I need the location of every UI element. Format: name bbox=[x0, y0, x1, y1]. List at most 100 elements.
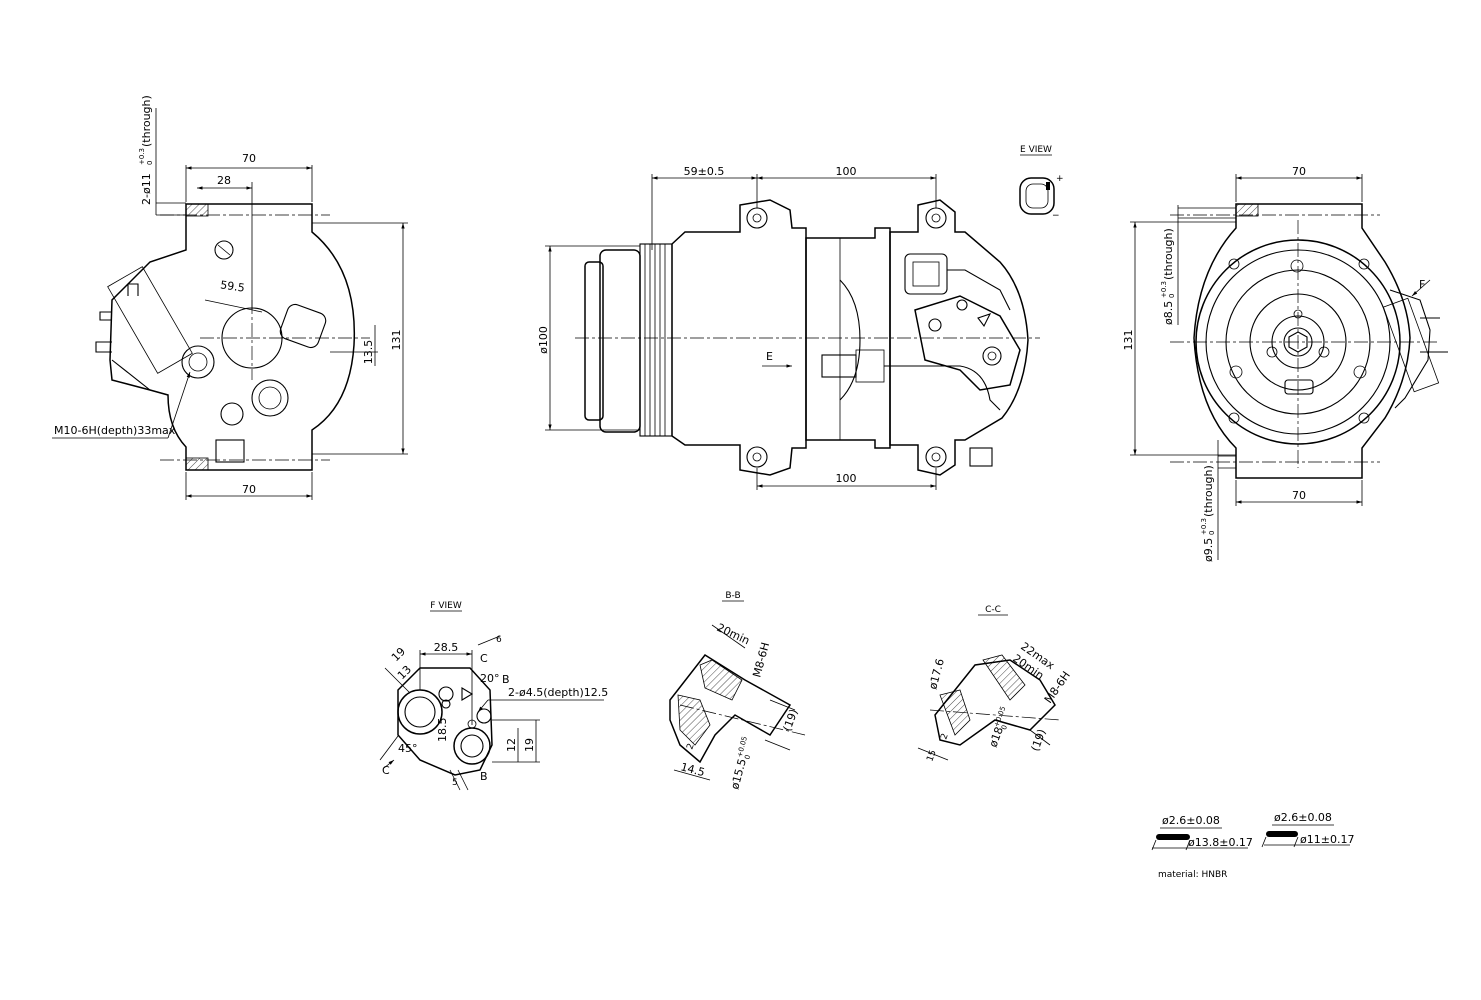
left-bottom-nut bbox=[215, 439, 245, 463]
f-view-marker-c-top: C bbox=[480, 652, 488, 665]
f-view-marker-b-top: B bbox=[502, 673, 510, 686]
right-dim-height: 131 bbox=[1122, 330, 1135, 351]
side-front-housing bbox=[671, 199, 807, 476]
side-port-block bbox=[914, 295, 1021, 391]
bb-dim-14-5: 14.5 bbox=[679, 760, 706, 779]
oring-2-diameter: ø11±0.17 bbox=[1300, 833, 1354, 846]
side-harness-connector bbox=[821, 354, 857, 378]
side-control-valve-connector bbox=[904, 253, 948, 295]
f-view-dim-19: 19 bbox=[389, 645, 408, 664]
f-view-dim-5: 5 bbox=[452, 778, 458, 788]
f-view: F VIEW 28.5 19 13 6 C B 20° 2-ø4.5(depth… bbox=[379, 601, 608, 791]
left-hole-note: 2-ø11 +0.3 0 (through) bbox=[138, 95, 154, 205]
right-housing-outline bbox=[1193, 203, 1411, 479]
e-view-minus: − bbox=[1052, 211, 1060, 221]
side-view: E 59±0.5 100 ø100 100 bbox=[537, 165, 1040, 490]
cc-dia-17-6: ø17.6 bbox=[926, 657, 947, 691]
f-view-angle-45: 45° bbox=[398, 742, 418, 755]
side-view-marker-e: E bbox=[766, 350, 773, 363]
left-threaded-hole bbox=[181, 345, 215, 379]
svg-text:0: 0 bbox=[743, 754, 752, 760]
bb-dim-20min: 20min bbox=[715, 621, 752, 647]
svg-text:+0.3: +0.3 bbox=[138, 148, 146, 165]
bb-dia-note: ø15.5 +0.05 0 bbox=[728, 736, 752, 791]
left-top-flange-hatch bbox=[185, 203, 209, 217]
oring-1-section: ø2.6±0.08 bbox=[1162, 814, 1220, 827]
side-dim-top-spacing: 100 bbox=[836, 165, 857, 178]
bb-dim-2: 2 bbox=[685, 742, 696, 751]
svg-text:0: 0 bbox=[146, 161, 154, 165]
left-thread-note: M10-6H(depth)33max bbox=[54, 424, 176, 437]
f-view-marker-b-bottom: B bbox=[480, 770, 488, 783]
f-view-hole-1 bbox=[438, 686, 454, 702]
left-oil-plug bbox=[251, 379, 289, 417]
right-dim-width-bottom: 70 bbox=[1292, 489, 1306, 502]
left-bottom-flange-hatch bbox=[185, 457, 209, 471]
svg-text:(through): (through) bbox=[140, 95, 153, 147]
f-view-title: F VIEW bbox=[430, 601, 462, 611]
e-view: E VIEW + − bbox=[1019, 145, 1064, 221]
left-dim-offset: 28 bbox=[217, 174, 231, 187]
cc-dim-2: 2 bbox=[939, 732, 950, 741]
svg-text:0: 0 bbox=[1000, 724, 1009, 731]
bb-section-outline bbox=[669, 654, 792, 764]
bb-section: B-B 20min M8-6H (19) 2 14.5 ø15.5 +0.05 … bbox=[669, 591, 806, 791]
cc-dim-15: 15 bbox=[925, 749, 938, 763]
side-bottom-nut bbox=[969, 447, 993, 467]
right-top-flange-hatch bbox=[1235, 203, 1259, 217]
cc-section-title: C-C bbox=[985, 605, 1001, 615]
left-view: 70 28 59.5 131 13.5 70 2-ø11 +0.3 0 (thr… bbox=[52, 95, 408, 500]
left-top-plug bbox=[214, 240, 234, 260]
cc-dia-note: ø18 +0.05 0 bbox=[987, 705, 1009, 749]
svg-text:+0.3: +0.3 bbox=[1160, 281, 1168, 298]
svg-text:(through): (through) bbox=[1202, 465, 1215, 517]
side-dim-pulley-offset: 59±0.5 bbox=[684, 165, 725, 178]
cc-section: C-C ø17.6 22max 20min M8-6H 2 15 ø18 +0.… bbox=[917, 605, 1073, 763]
f-view-hole-2 bbox=[476, 708, 492, 724]
side-dim-pulley-diameter: ø100 bbox=[537, 326, 550, 354]
f-view-dim-18-5: 18.5 bbox=[436, 718, 449, 743]
left-housing-outline bbox=[109, 203, 356, 471]
e-view-title: E VIEW bbox=[1020, 145, 1052, 155]
bb-thread: M8-6H bbox=[750, 641, 772, 679]
right-dim-width-top: 70 bbox=[1292, 165, 1306, 178]
e-view-connector-outline bbox=[1019, 177, 1055, 215]
bb-dim-19: (19) bbox=[781, 707, 801, 733]
oring-2-shape bbox=[1266, 831, 1298, 837]
svg-text:ø8.5: ø8.5 bbox=[1162, 301, 1175, 325]
side-bottom-left-ear-hole bbox=[746, 446, 768, 468]
side-pulley-grooves bbox=[639, 243, 673, 437]
left-lower-boss bbox=[220, 402, 244, 426]
left-connector-block bbox=[95, 283, 151, 391]
f-view-dim-13: 13 bbox=[395, 663, 414, 682]
oring-1-shape bbox=[1156, 834, 1190, 840]
left-dim-radius: 59.5 bbox=[219, 278, 245, 294]
side-rear-head bbox=[889, 199, 1029, 476]
f-view-marker-c-bottom: C bbox=[382, 764, 390, 777]
f-view-dim-12: 12 bbox=[505, 738, 518, 752]
f-view-dim-width: 28.5 bbox=[434, 641, 459, 654]
svg-text:2-ø11: 2-ø11 bbox=[140, 173, 153, 205]
svg-text:0: 0 bbox=[1168, 294, 1176, 298]
svg-text:ø9.5: ø9.5 bbox=[1202, 538, 1215, 562]
right-hole-bottom-note: ø9.5 +0.3 0 (through) bbox=[1200, 465, 1216, 562]
orings: ø2.6±0.08 ø13.8±0.17 ø2.6±0.08 ø11±0.17 … bbox=[1151, 811, 1354, 880]
right-hole-top-note: ø8.5 +0.3 0 (through) bbox=[1160, 228, 1176, 325]
right-view-marker-f: F bbox=[1419, 278, 1425, 291]
svg-text:ø15.5: ø15.5 bbox=[728, 757, 749, 791]
right-side-connector bbox=[1389, 289, 1448, 409]
left-dim-offset-small: 13.5 bbox=[362, 340, 375, 365]
right-view: F 70 131 70 ø8.5 +0.3 0 (through) bbox=[1122, 165, 1448, 562]
cc-thread: M8-6H bbox=[1042, 669, 1073, 706]
svg-text:0: 0 bbox=[1208, 531, 1216, 535]
oring-1-diameter: ø13.8±0.17 bbox=[1188, 836, 1253, 849]
left-port-pad bbox=[279, 303, 327, 349]
f-view-dim-19-right: 19 bbox=[523, 738, 536, 752]
side-cylinder-body bbox=[805, 227, 891, 449]
f-view-angle-20: 20° bbox=[480, 672, 500, 685]
left-dim-width-top: 70 bbox=[242, 152, 256, 165]
f-view-dim-6: 6 bbox=[496, 635, 502, 645]
svg-text:(through): (through) bbox=[1162, 228, 1175, 280]
side-dim-bottom-spacing: 100 bbox=[836, 472, 857, 485]
f-view-port-small bbox=[453, 727, 491, 765]
